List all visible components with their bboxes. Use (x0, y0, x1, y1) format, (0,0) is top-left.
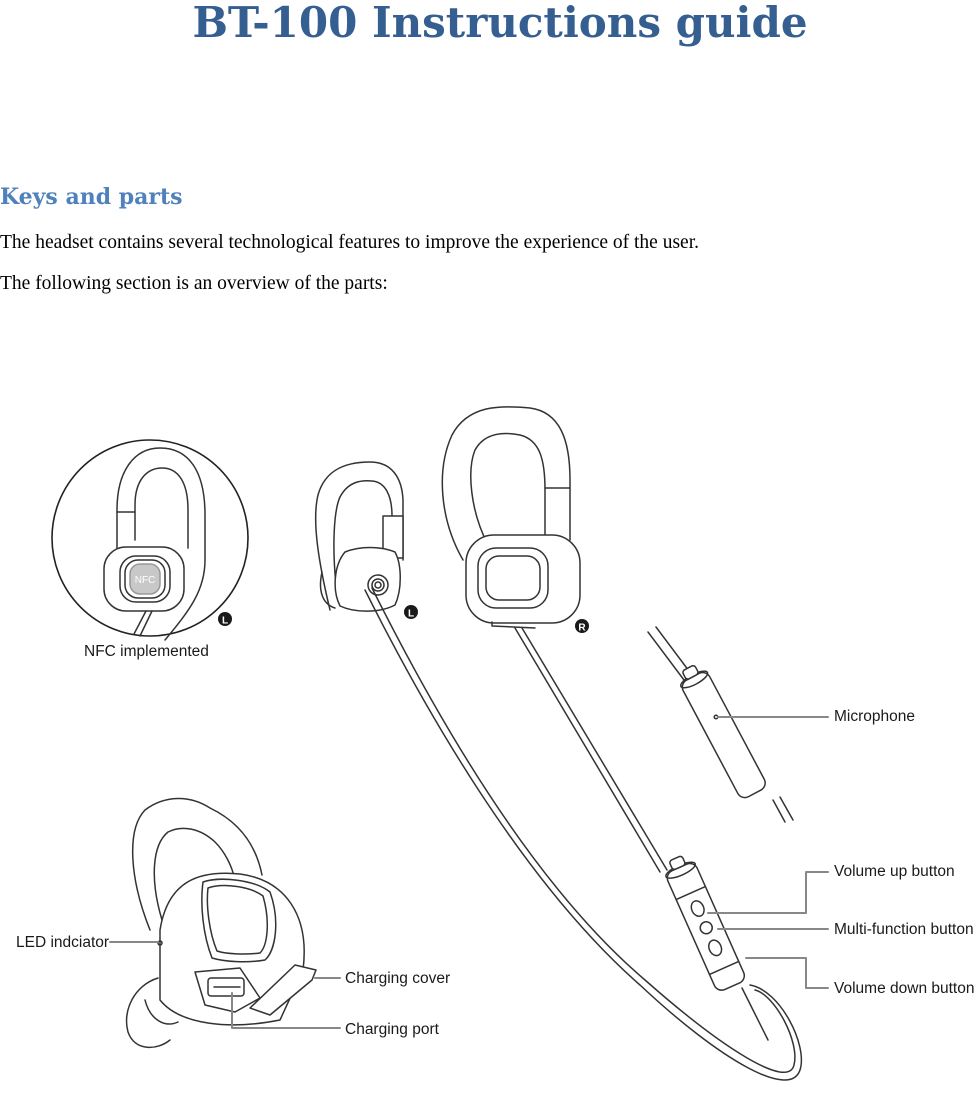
nfc-chip-icon (129, 563, 161, 595)
right-earbud: R (441, 406, 589, 634)
volume-down-button-icon (708, 939, 723, 957)
remote-control (665, 855, 746, 991)
nfc-chip-label: NFC (135, 575, 156, 586)
microphone-label: Microphone (834, 708, 915, 725)
charging-earbud (125, 797, 317, 1048)
svg-text:L: L (408, 609, 414, 620)
left-earbud-badge-icon (404, 605, 418, 619)
page-title: BT-100 Instructions guide (192, 0, 808, 47)
left-side-badge-icon (218, 612, 232, 626)
nfc-caption: NFC implemented (84, 643, 209, 660)
microphone-component (647, 626, 794, 823)
svg-text:R: R (578, 623, 586, 634)
intro-paragraph: The headset contains several technologic… (0, 232, 700, 253)
leader-lines (109, 716, 829, 1029)
multi-function-label: Multi-function button (834, 921, 974, 938)
volume-up-label: Volume up button (834, 863, 955, 880)
cables (364, 587, 803, 1081)
section-heading: Keys and parts (0, 184, 183, 210)
right-earbud-badge-icon (575, 619, 589, 633)
volume-down-label: Volume down button (834, 980, 974, 997)
overview-paragraph: The following section is an overview of … (0, 273, 388, 294)
charging-port-label: Charging port (345, 1021, 440, 1038)
charging-cover-label: Charging cover (345, 970, 450, 987)
multi-function-button-icon (699, 920, 713, 935)
nfc-inset: NFC L NFC implemented (51, 439, 249, 660)
charging-cover-icon (249, 964, 317, 1016)
led-indicator-label: LED indciator (16, 934, 109, 951)
volume-up-button-icon (690, 900, 705, 918)
left-earbud: L (314, 461, 418, 620)
svg-text:L: L (222, 616, 228, 627)
